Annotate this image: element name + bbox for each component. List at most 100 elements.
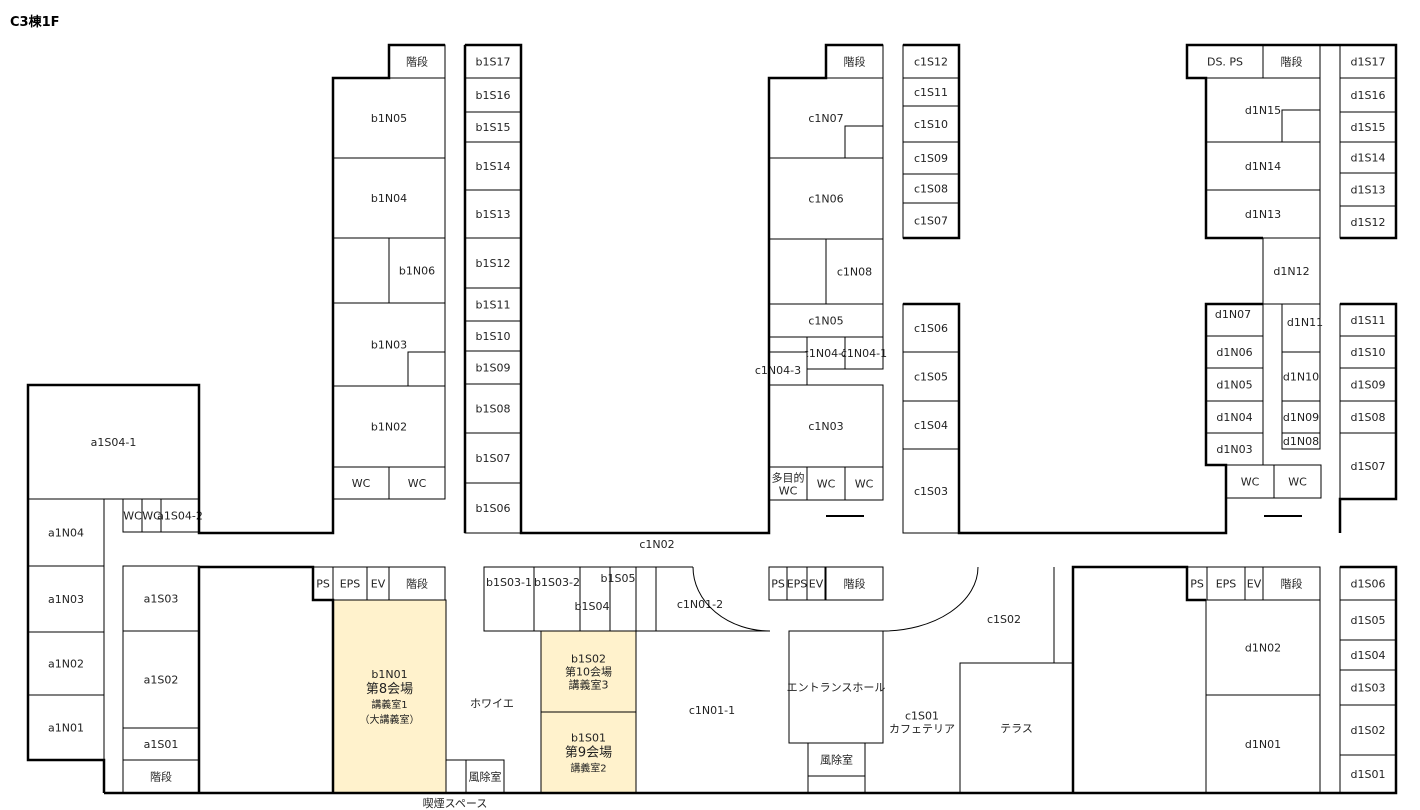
room-c1s06	[902, 303, 960, 353]
room-label: 喫煙スペース	[423, 797, 488, 810]
room-label: c1S05	[914, 371, 948, 384]
room-d1n12	[1262, 237, 1321, 305]
room-cell	[579, 566, 611, 632]
room-label: b1N06	[399, 265, 435, 278]
room-label: b1S03-2	[534, 576, 580, 589]
room-label: c1S07	[914, 215, 948, 228]
room-label: a1N01	[48, 722, 84, 735]
room-d-stairs2	[1262, 566, 1321, 601]
room-label: c1N06	[808, 193, 843, 206]
room-label: b1S11	[476, 299, 511, 312]
room-cell	[1281, 109, 1321, 143]
room-label: d1S05	[1351, 614, 1386, 627]
wall	[1071, 565, 1206, 793]
room-b-stairs2	[388, 566, 446, 601]
room-d1n05	[1205, 367, 1264, 402]
room-d1n08	[1281, 432, 1321, 450]
room-c1n04-1	[844, 336, 884, 370]
room-label: b1S03-1	[486, 576, 532, 589]
wall	[1340, 565, 1398, 795]
room-label: c1S04	[914, 419, 948, 432]
room-cell	[768, 336, 808, 353]
room-a-stairs	[122, 759, 200, 794]
room-b1s02	[540, 630, 637, 713]
room-label: EPS	[787, 578, 808, 591]
room-c-ev	[806, 566, 826, 601]
wall	[1185, 43, 1398, 240]
room-d1n09	[1281, 400, 1321, 434]
room-label: d1N14	[1245, 160, 1281, 173]
room-label: b1S16	[476, 89, 511, 102]
room-label: b1S12	[476, 257, 511, 270]
room-label: d1N12	[1273, 265, 1309, 278]
room-label: PS	[771, 578, 785, 591]
room-label: d1S16	[1351, 89, 1386, 102]
room-label: d1N02	[1245, 642, 1281, 655]
room-label: a1N03	[48, 593, 84, 606]
room-label: d1N10	[1283, 371, 1319, 384]
room-label: d1N03	[1216, 443, 1252, 456]
room-label: EV	[371, 578, 386, 591]
room-label: b1S14	[476, 160, 511, 173]
room-entrance	[788, 630, 884, 744]
room-b1s08	[464, 383, 522, 434]
room-label: c1N08	[837, 266, 872, 279]
room-label: c1N04-3	[755, 364, 801, 377]
wall	[903, 302, 1263, 535]
room-b1s16	[464, 77, 522, 113]
room-label: c1S08	[914, 183, 948, 196]
room-label: 階段	[844, 55, 866, 69]
room-label: c1N01-2	[677, 598, 723, 611]
room-c-wc1	[806, 466, 846, 501]
room-d1s16	[1339, 77, 1397, 113]
room-d1s08	[1339, 400, 1397, 434]
room-label: EPS	[340, 578, 361, 591]
room-label: b1S06	[476, 502, 511, 515]
wall	[1338, 302, 1398, 533]
room-b1s03-1	[483, 566, 535, 632]
room-b-wc1	[332, 466, 390, 500]
room-b-wc2	[388, 466, 446, 500]
room-label: c1S10	[914, 118, 948, 131]
room-d1s11	[1339, 303, 1397, 337]
room-d1s02	[1339, 704, 1397, 756]
room-label: WC	[352, 477, 371, 490]
room-label: b1S13	[476, 208, 511, 221]
room-label: b1S08	[476, 403, 511, 416]
room-a1n04	[27, 498, 105, 567]
room-label: EPS	[1216, 578, 1237, 591]
room-c-mwc	[768, 466, 808, 501]
room-c1n08	[825, 238, 884, 305]
room-label: 階段	[406, 577, 428, 591]
room-d1n01	[1205, 694, 1321, 794]
room-label: b1S09	[476, 362, 511, 375]
room-d-wc2	[1273, 464, 1322, 499]
room-label: d1S17	[1351, 56, 1386, 69]
room-a1s01	[122, 727, 200, 761]
room-label: b1N03	[371, 339, 407, 352]
room-c1s03	[902, 448, 960, 534]
room-label: c1N07	[808, 112, 843, 125]
room-d1n03	[1205, 432, 1264, 466]
room-label: d1S15	[1351, 121, 1386, 134]
room-label: PS	[316, 578, 330, 591]
room-label: テラス	[1000, 722, 1033, 735]
room-label: d1S09	[1351, 379, 1386, 392]
room-d1n10	[1281, 351, 1321, 402]
room-label: 階段	[1281, 577, 1303, 591]
room-d1s10	[1339, 335, 1397, 369]
room-label: d1N11	[1287, 316, 1323, 329]
room-label: EV	[809, 578, 824, 591]
room-label: d1S10	[1351, 346, 1386, 359]
room-d1n11	[1281, 303, 1321, 353]
room-label: EV	[1247, 578, 1262, 591]
room-label: 風除室	[469, 770, 502, 784]
room-label: c1N03	[808, 420, 843, 433]
room-d1s05	[1339, 599, 1397, 641]
room-d1n14	[1205, 141, 1321, 191]
